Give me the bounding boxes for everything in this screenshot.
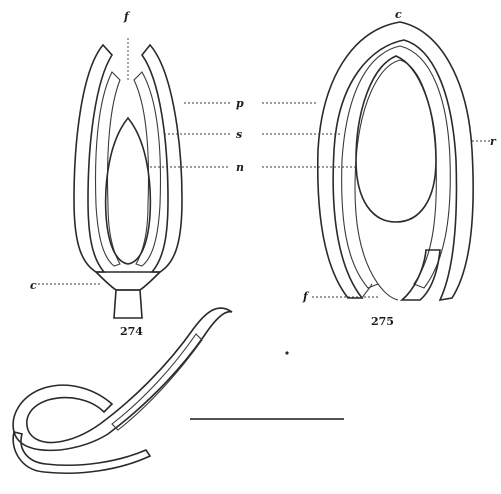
label-c-275: c bbox=[395, 8, 402, 21]
label-r-275: r bbox=[490, 135, 497, 148]
label-s: s bbox=[236, 128, 242, 141]
ink-dot bbox=[285, 351, 288, 354]
label-p: p bbox=[236, 97, 244, 110]
label-c-274: c bbox=[30, 279, 37, 292]
figure-number-274: 274 bbox=[120, 325, 143, 338]
figure-274 bbox=[74, 38, 182, 318]
label-f-274: f bbox=[123, 10, 131, 23]
figure-number-275: 275 bbox=[371, 315, 394, 328]
label-n: n bbox=[236, 161, 244, 174]
figure-275 bbox=[318, 22, 473, 300]
label-f-275: f bbox=[302, 290, 310, 303]
